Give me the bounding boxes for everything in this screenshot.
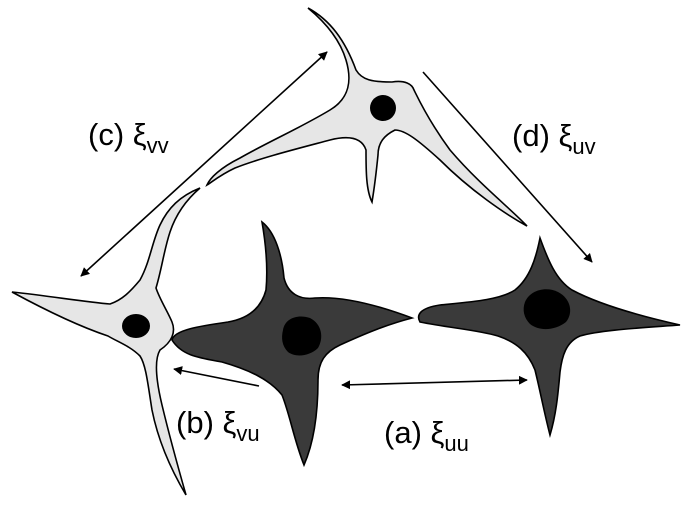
- label-b-symbol: ξ: [223, 405, 237, 440]
- label-d-symbol: ξ: [559, 118, 573, 153]
- dark-cell-right: [417, 235, 681, 438]
- dark-cell-right-nucleus: [523, 289, 571, 330]
- label-c-vv: (c) ξvv: [88, 117, 169, 158]
- label-c-prefix: (c): [88, 117, 133, 152]
- label-c-subscript: vv: [147, 133, 169, 158]
- light-cell-left-nucleus: [122, 314, 150, 338]
- label-a-symbol: ξ: [431, 415, 445, 450]
- arrow-c-vv: [80, 51, 328, 277]
- label-a-uu: (a) ξuu: [384, 415, 469, 456]
- dark-cell-left-nucleus: [282, 316, 322, 356]
- label-b-prefix: (b): [176, 405, 223, 440]
- light-cell-top-nucleus: [370, 95, 396, 121]
- label-c-symbol: ξ: [133, 117, 147, 152]
- label-a-prefix: (a): [384, 415, 431, 450]
- label-d-uv: (d) ξuv: [512, 118, 596, 159]
- light-cell-left: [11, 187, 201, 496]
- label-d-prefix: (d): [512, 118, 559, 153]
- label-b-subscript: vu: [236, 421, 259, 446]
- dark-cell-left: [171, 220, 415, 468]
- label-d-subscript: uv: [572, 134, 595, 159]
- label-b-vu: (b) ξvu: [176, 405, 260, 446]
- arrow-a-uu: [341, 375, 528, 390]
- arrow-d-uv: [422, 71, 593, 263]
- arrow-b-vu: [173, 366, 260, 387]
- light-cell-left-body: [11, 187, 201, 496]
- dark-cell-right-body: [417, 235, 681, 438]
- label-a-subscript: uu: [444, 431, 468, 456]
